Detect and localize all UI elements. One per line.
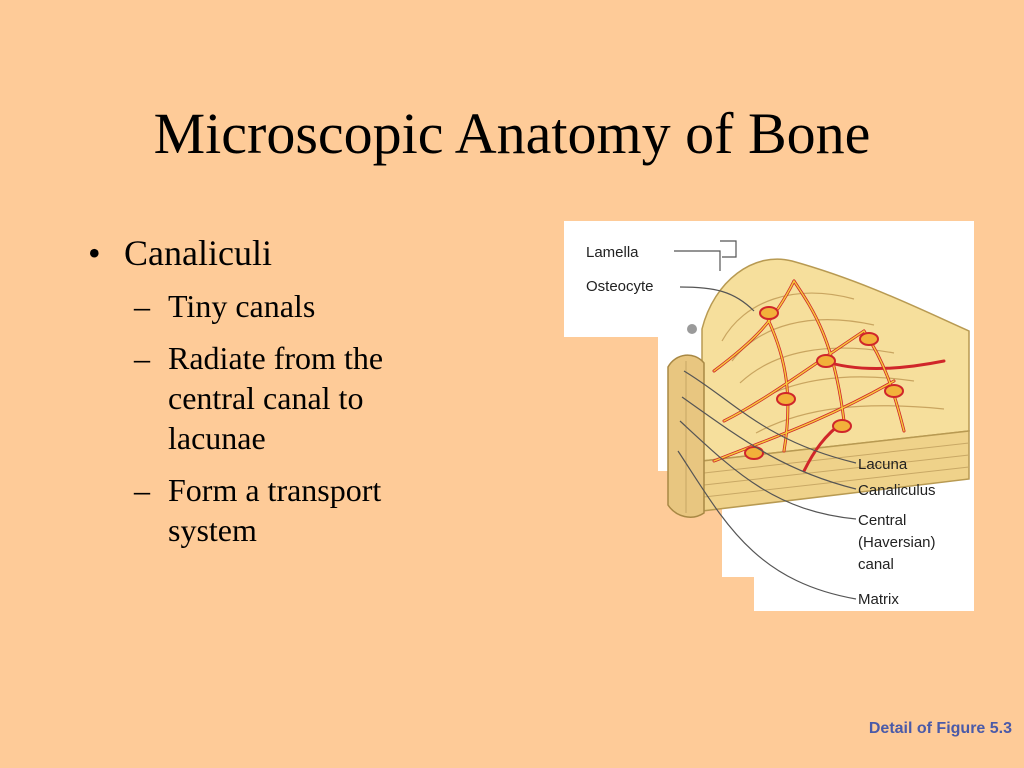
slide-title: Microscopic Anatomy of Bone: [153, 101, 871, 166]
subbullet-list: – Tiny canals – Radiate from the central…: [134, 286, 508, 550]
lacuna-spot: [776, 392, 796, 406]
lacuna-spot: [884, 384, 904, 398]
bone-microscopic-figure: Lamella Osteocyte Lacuna Canaliculus Cen…: [564, 221, 974, 611]
subbullet-text: Form a transport system: [168, 472, 382, 548]
label-lamella: Lamella: [586, 244, 639, 261]
bullet-list: • Canaliculi – Tiny canals – Radiate fro…: [88, 232, 508, 550]
subbullet-item: – Form a transport system: [134, 470, 508, 550]
dash-icon: –: [134, 472, 150, 508]
lacuna-spot: [759, 306, 779, 320]
label-central-line1: Central: [858, 512, 906, 529]
label-matrix: Matrix: [858, 591, 899, 608]
subbullet-text: Tiny canals: [168, 288, 316, 324]
bullet-dot-icon: •: [88, 233, 101, 273]
label-lacuna: Lacuna: [858, 456, 908, 473]
bullet-text: Canaliculi: [124, 233, 272, 273]
label-central-line2: (Haversian): [858, 534, 936, 551]
subbullet-item: – Radiate from the central canal to lacu…: [134, 338, 508, 458]
lacuna-spot: [832, 419, 852, 433]
lacuna-spot: [816, 354, 836, 368]
lacuna-spot: [859, 332, 879, 346]
label-osteocyte: Osteocyte: [586, 278, 654, 295]
subbullet-item: – Tiny canals: [134, 286, 508, 326]
dash-icon: –: [134, 340, 150, 376]
figure-caption: Detail of Figure 5.3: [868, 720, 1012, 737]
label-canaliculus: Canaliculus: [858, 482, 936, 499]
lacuna-spot: [744, 446, 764, 460]
label-central-line3: canal: [858, 556, 894, 573]
subbullet-text: Radiate from the central canal to lacuna…: [168, 340, 384, 456]
dash-icon: –: [134, 288, 150, 324]
bullet-canaliculi: • Canaliculi: [88, 232, 508, 274]
